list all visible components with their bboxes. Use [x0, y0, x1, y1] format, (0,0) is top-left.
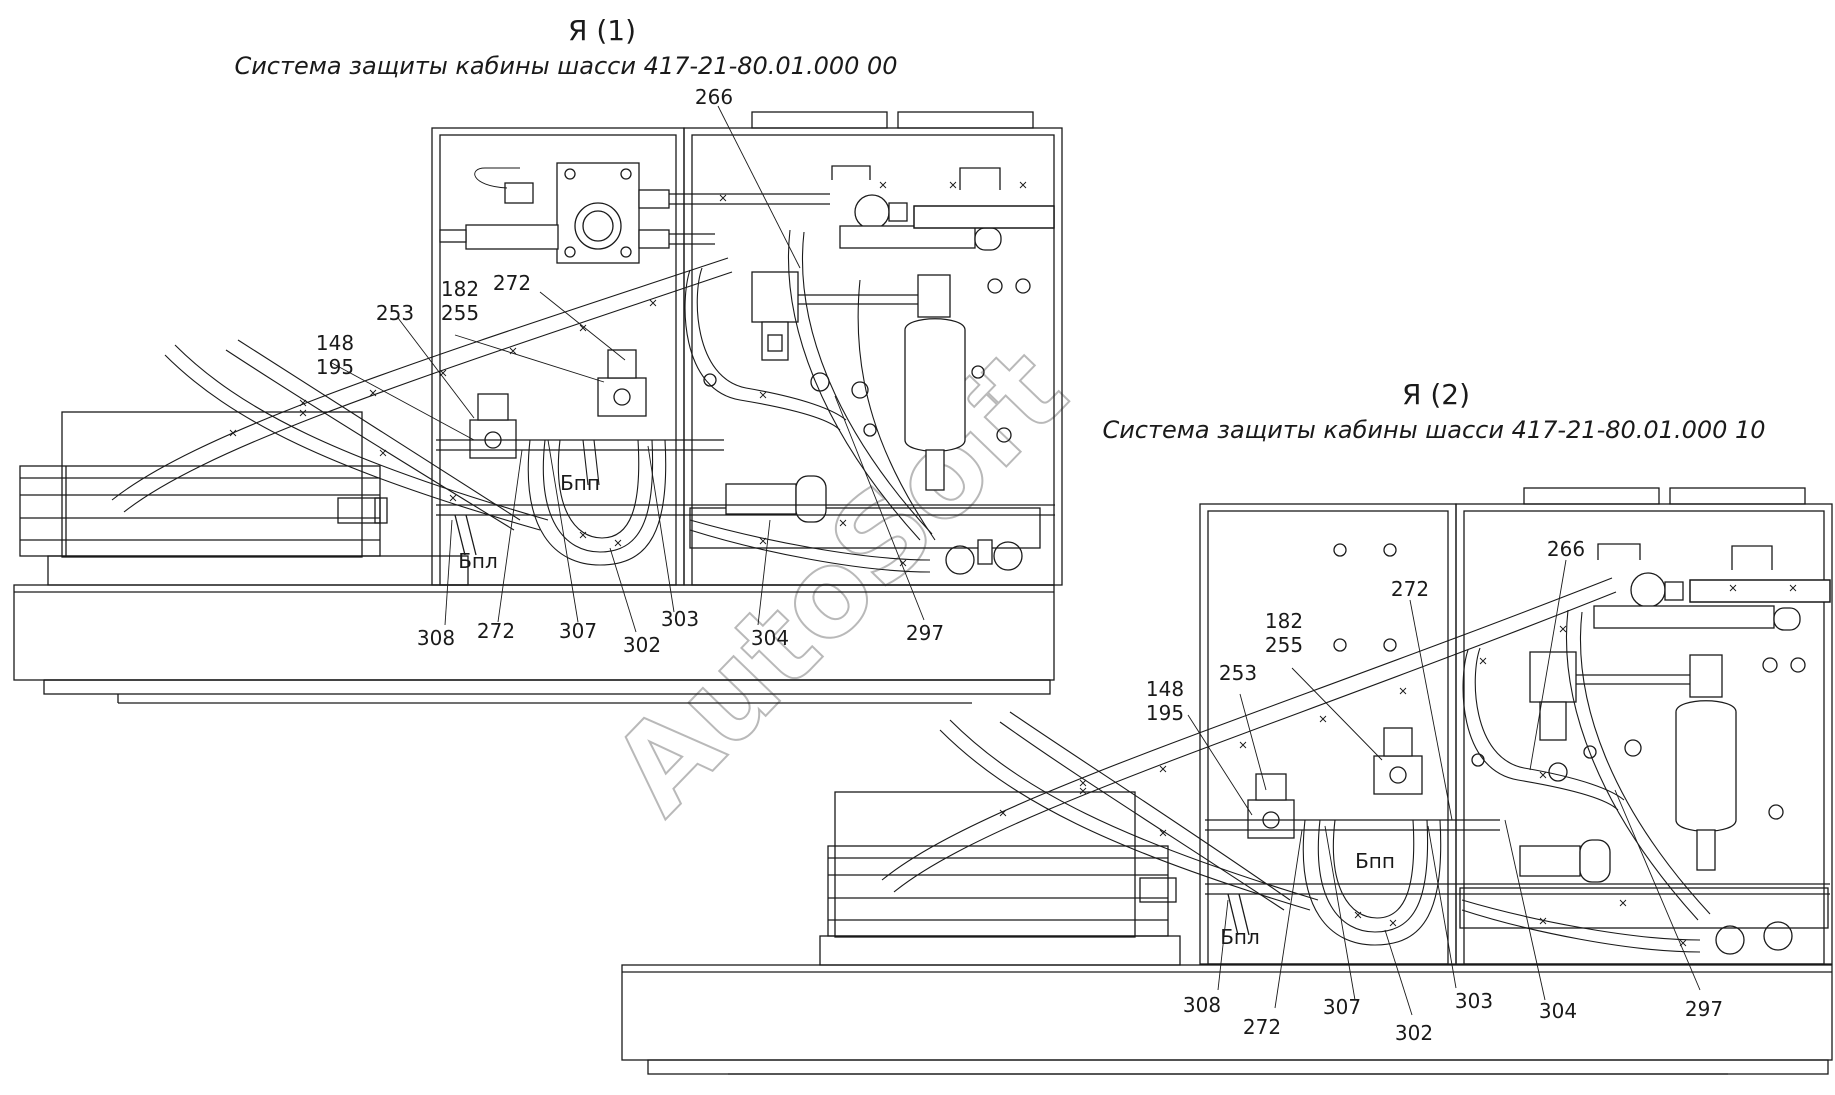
- callout-195: 195: [1146, 701, 1184, 725]
- label-bpl: Бпл: [458, 549, 498, 573]
- callout-308: 308: [1183, 993, 1221, 1017]
- callout-272-top: 272: [1391, 577, 1429, 601]
- callout-148: 148: [1146, 677, 1184, 701]
- view-2-left-block: [819, 791, 1181, 966]
- watermark: AutoSoft: [586, 322, 1093, 840]
- view-1: Я (1) Система защиты кабины шасси 417-21…: [13, 14, 1063, 704]
- callout-302: 302: [1395, 1021, 1433, 1045]
- view-1-title: Система защиты кабины шасси 417-21-80.01…: [234, 52, 897, 80]
- view-1-accumulator: [703, 271, 1031, 491]
- view-2-valve-block: [1471, 572, 1831, 871]
- callout-255: 255: [441, 301, 479, 325]
- view-1-frame-rail: [13, 584, 1055, 704]
- view-1-label: Я (1): [568, 14, 636, 47]
- view-2-callouts: 266 272 182 255 253 148 195 Бпп Бпл 308 …: [1146, 537, 1723, 1045]
- callout-304: 304: [1539, 999, 1577, 1023]
- view-2-title: Система защиты кабины шасси 417-21-80.01…: [1102, 416, 1765, 444]
- view-1-small-valves: [469, 349, 1023, 575]
- view-1-leaders: [329, 105, 925, 633]
- callout-297: 297: [906, 621, 944, 645]
- view-1-valve-block: [439, 162, 1055, 264]
- callout-308: 308: [417, 626, 455, 650]
- view-1-cabinet: [431, 111, 1063, 586]
- callout-307: 307: [1323, 995, 1361, 1019]
- callout-302: 302: [623, 633, 661, 657]
- view-1-hoses: [111, 181, 1055, 573]
- callout-303: 303: [661, 607, 699, 631]
- label-bpp: Бпп: [1355, 849, 1395, 873]
- callout-266: 266: [695, 85, 733, 109]
- callout-297: 297: [1685, 997, 1723, 1021]
- view-2-leaders: [1187, 559, 1701, 1016]
- callout-253: 253: [1219, 661, 1257, 685]
- label-bpl: Бпл: [1220, 925, 1260, 949]
- view-2-label: Я (2): [1402, 378, 1470, 411]
- view-2: Я (2) Система защиты кабины шасси 417-21…: [621, 378, 1833, 1075]
- callout-182: 182: [1265, 609, 1303, 633]
- callout-195: 195: [316, 355, 354, 379]
- callout-266: 266: [1547, 537, 1585, 561]
- callout-255: 255: [1265, 633, 1303, 657]
- label-bpp: Бпп: [560, 471, 600, 495]
- callout-304: 304: [751, 626, 789, 650]
- callout-272-bottom: 272: [477, 619, 515, 643]
- callout-253: 253: [376, 301, 414, 325]
- callout-182: 182: [441, 277, 479, 301]
- view-2-frame-rail: [621, 964, 1833, 1075]
- callout-307: 307: [559, 619, 597, 643]
- callout-148: 148: [316, 331, 354, 355]
- view-2-cabinet: [1199, 487, 1833, 965]
- view-2-small-valves: [1247, 727, 1793, 955]
- view-1-left-block: [19, 411, 469, 586]
- callout-272-bottom: 272: [1243, 1015, 1281, 1039]
- view-2-hoses: [881, 577, 1830, 953]
- callout-272-top: 272: [493, 271, 531, 295]
- view-1-callouts: 266 272 182 255 253 148 195 Бпп Бпл 308 …: [316, 85, 944, 657]
- callout-303: 303: [1455, 989, 1493, 1013]
